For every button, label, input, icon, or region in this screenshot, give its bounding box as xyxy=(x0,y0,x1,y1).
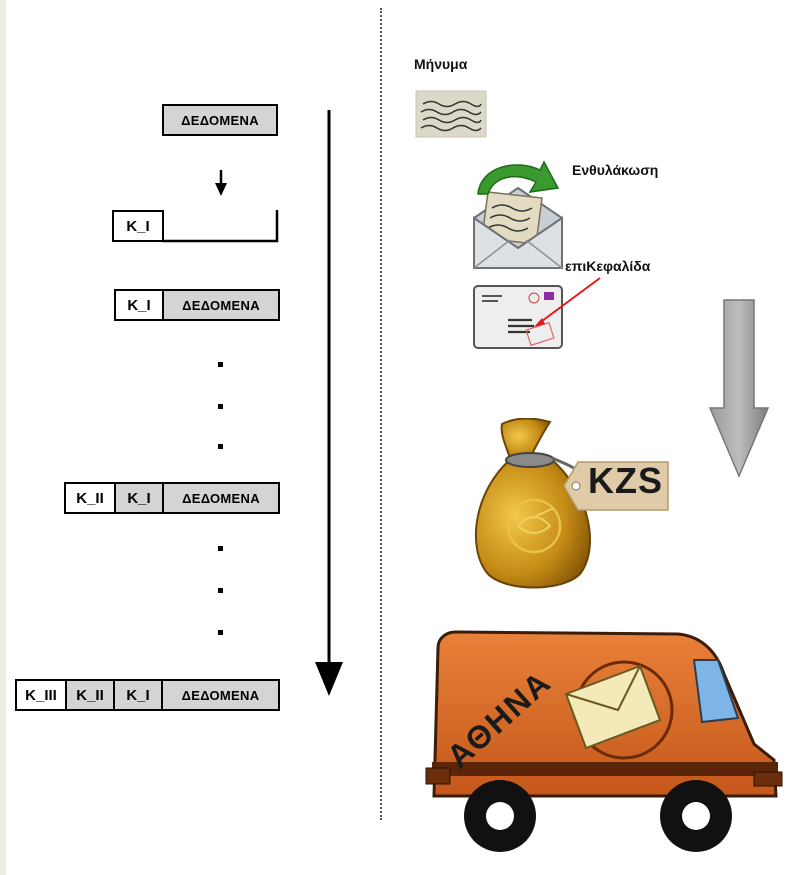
stack-row-1: ΔΕΔΟΜΕΝΑ xyxy=(162,104,278,136)
message-paper-icon xyxy=(415,90,487,138)
data-box: ΔΕΔΟΜΕΝΑ xyxy=(162,482,280,514)
ellipsis-dot xyxy=(218,546,223,551)
message-label: Μήνυμα xyxy=(414,56,468,72)
mail-bag-icon xyxy=(475,418,669,589)
header-label: επιΚεφαλίδα xyxy=(565,258,651,274)
stack-row-5: K_III K_II K_I ΔΕΔΟΜΕΝΑ xyxy=(15,679,280,711)
small-down-arrow xyxy=(215,170,227,196)
open-envelope-icon xyxy=(473,160,563,269)
ellipsis-dot xyxy=(218,444,223,449)
ellipsis-dot xyxy=(218,588,223,593)
stamped-letter-icon xyxy=(473,277,601,349)
header-bracket xyxy=(162,210,279,243)
header-box-k1: K_I xyxy=(114,289,164,321)
ellipsis-dot xyxy=(218,362,223,367)
dotted-divider xyxy=(380,8,382,820)
header-box-k2: K_II xyxy=(64,482,116,514)
bag-tag-label: KZS xyxy=(588,460,663,501)
left-edge-strip xyxy=(0,0,6,875)
long-down-arrow xyxy=(315,110,343,696)
header-box-k1: K_I xyxy=(112,210,164,242)
ellipsis-dot xyxy=(218,404,223,409)
stack-row-3: K_I ΔΕΔΟΜΕΝΑ xyxy=(114,289,280,321)
header-box-k1: K_I xyxy=(114,482,164,514)
header-box-k2: K_II xyxy=(65,679,115,711)
header-box-k1: K_I xyxy=(113,679,163,711)
ellipsis-dot xyxy=(218,630,223,635)
data-box: ΔΕΔΟΜΕΝΑ xyxy=(162,104,278,136)
encapsulation-label: Ενθυλάκωση xyxy=(572,162,659,178)
delivery-truck-icon xyxy=(425,630,783,852)
data-box: ΔΕΔΟΜΕΝΑ xyxy=(162,289,280,321)
data-box: ΔΕΔΟΜΕΝΑ xyxy=(161,679,280,711)
stack-row-2: K_I xyxy=(112,210,280,243)
header-box-k3: K_III xyxy=(15,679,67,711)
stack-row-4: K_II K_I ΔΕΔΟΜΕΝΑ xyxy=(64,482,280,514)
gray-down-arrow xyxy=(708,299,770,478)
